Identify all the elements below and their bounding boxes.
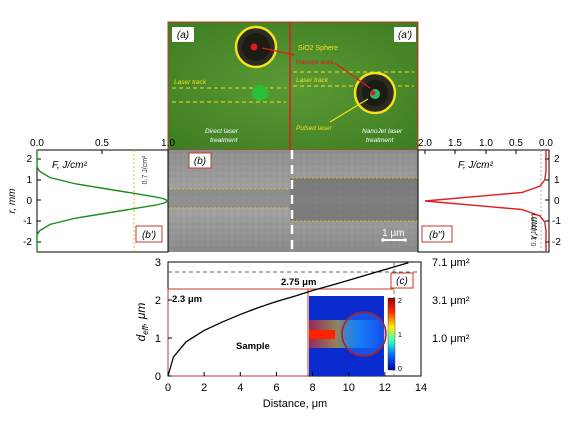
c-annot-275: 2.75 μm [281, 277, 316, 288]
pulsed-laser-arrow [329, 98, 369, 123]
c-label: (c) [396, 276, 408, 287]
b1-xtick-label: 0.0 [30, 138, 44, 149]
c-xtick-label: 12 [379, 382, 391, 394]
b1-ytick-label: -2 [23, 237, 32, 248]
b1-ytick-label: 0 [26, 196, 32, 207]
c-sample-box [167, 288, 309, 377]
panel-b-double-prime: 2.0 1.5 1.0 0.5 0.0 2 1 0 -1 -2 r, mm F,… [417, 138, 561, 253]
b1-annotation: 0.7 J/cm² [142, 155, 149, 184]
b1-ytick-label: 2 [26, 154, 32, 165]
c-xtick-label: 4 [237, 382, 243, 394]
b2-ytick-label: 1 [554, 175, 560, 186]
c-right-label: 3.1 μm² [432, 295, 470, 307]
b1-ytick-label: -1 [23, 216, 32, 227]
b1-label: (b′) [142, 230, 156, 241]
c-ytick-label: 0 [155, 371, 161, 383]
sphere-arrow [261, 47, 296, 56]
b1-ytick-label: 1 [26, 175, 32, 186]
c-right-label: 7.1 μm² [432, 257, 470, 269]
panel-b-prime: 0.0 0.5 1.0 2 1 0 -1 -2 r, mm F, J/cm² 0… [7, 138, 175, 253]
c-ylabel-main: d [134, 334, 148, 341]
pulsed-laser-label: Pulsed laser [296, 125, 333, 132]
panel-a: (a) (a′) SiO2 Sphere Nanojet area Laser … [167, 21, 419, 151]
c-sample-label: Sample [236, 341, 270, 352]
inset-colorbar [387, 297, 396, 371]
sem-track-right [290, 178, 418, 221]
c-ylabel: deff, μm [134, 303, 150, 342]
c-ylabel-unit: , μm [134, 303, 148, 326]
b1-xtick-label: 0.5 [95, 138, 109, 149]
b1-xtick-label: 1.0 [161, 138, 175, 149]
c-label-box [390, 272, 414, 289]
panel-b: (b) 1 μm [130, 150, 470, 252]
panel-b-label-box [188, 152, 212, 169]
c-xtick-label: 10 [343, 382, 355, 394]
svg-text:deff, μm: deff, μm [134, 303, 150, 342]
b2-xtick-label: 0.0 [539, 138, 553, 149]
nanojet-arrow [334, 62, 371, 89]
scale-bar-end [403, 238, 407, 242]
b1-ylabel: r, mm [7, 189, 18, 214]
b2-xtick-label: 2.0 [418, 138, 432, 149]
panel-a-prime-label: (a′) [398, 30, 412, 41]
c-xtick-label: 6 [273, 382, 279, 394]
c-xlabel: Distance, μm [263, 398, 327, 410]
b2-ylabel: r, mm [529, 214, 540, 239]
panel-a-prime-label-box [394, 27, 416, 42]
nanojet-caption-1: NanoJet laser [362, 128, 403, 135]
nanojet-area-label: Nanojet area [296, 59, 334, 66]
laser-track-label-left: Laser track [174, 79, 207, 86]
sem-track-left [168, 189, 290, 208]
b2-xtick-label: 1.0 [479, 138, 493, 149]
direct-caption-1: Direct laser [205, 128, 239, 135]
nanojet-caption-2: treatment [366, 137, 395, 144]
c-xtick-label: 0 [165, 382, 171, 394]
panel-b-label: (b) [194, 156, 206, 167]
sio2-sphere-label: SiO2 Sphere [298, 45, 338, 52]
panel-a-label: (a) [177, 30, 189, 41]
b2-fluence-curve [424, 150, 547, 252]
b2-xtick-label: 0.5 [509, 138, 523, 149]
c-deff-curve [167, 262, 409, 377]
b2-xlabel: F, J/cm² [458, 160, 493, 171]
c-ytick-label: 1 [155, 333, 161, 345]
scale-bar-label: 1 μm [382, 228, 404, 239]
scale-bar-end [381, 238, 385, 242]
direct-caption-2: treatment [210, 137, 239, 144]
laser-track-label-right: Laser track [296, 77, 329, 84]
b2-label: (b′′) [429, 230, 445, 241]
inset-sphere [341, 311, 387, 357]
c-xtick-label: 14 [415, 382, 427, 394]
b1-label-box [135, 225, 163, 243]
c-right-label: 1.0 μm² [432, 333, 470, 345]
panel-a-label-box [172, 27, 194, 42]
c-ytick-label: 2 [155, 295, 161, 307]
c-xtick-label: 2 [201, 382, 207, 394]
colorbar-tick: 0 [398, 366, 402, 373]
b2-ytick-label: -2 [552, 237, 561, 248]
b1-xlabel: F, J/cm² [52, 160, 87, 171]
direct-laser-spot [252, 85, 268, 101]
b2-ytick-label: 2 [554, 154, 560, 165]
c-xticks: 0 2 4 6 8 10 12 14 [165, 372, 427, 394]
c-annot-23: 2.3 μm [172, 294, 202, 305]
nanojet-red-spot [370, 90, 376, 96]
b2-annotation: 0.1 J/cm² [531, 217, 538, 246]
colorbar-tick: 2 [398, 298, 402, 305]
b2-xtick-label: 1.5 [448, 138, 462, 149]
c-xtick-label: 8 [310, 382, 316, 394]
nanojet-inset: 2 1 0 [309, 296, 402, 376]
b2-label-box [421, 225, 453, 243]
inset-jet [309, 330, 335, 339]
c-ytick-label: 3 [155, 257, 161, 269]
b2-ytick-label: -1 [552, 216, 561, 227]
colorbar-tick: 1 [398, 332, 402, 339]
sphere-spot [250, 43, 258, 51]
c-ylabel-sub: eff [141, 325, 150, 335]
b2-ytick-label: 0 [554, 196, 560, 207]
b1-fluence-curve [36, 150, 170, 252]
